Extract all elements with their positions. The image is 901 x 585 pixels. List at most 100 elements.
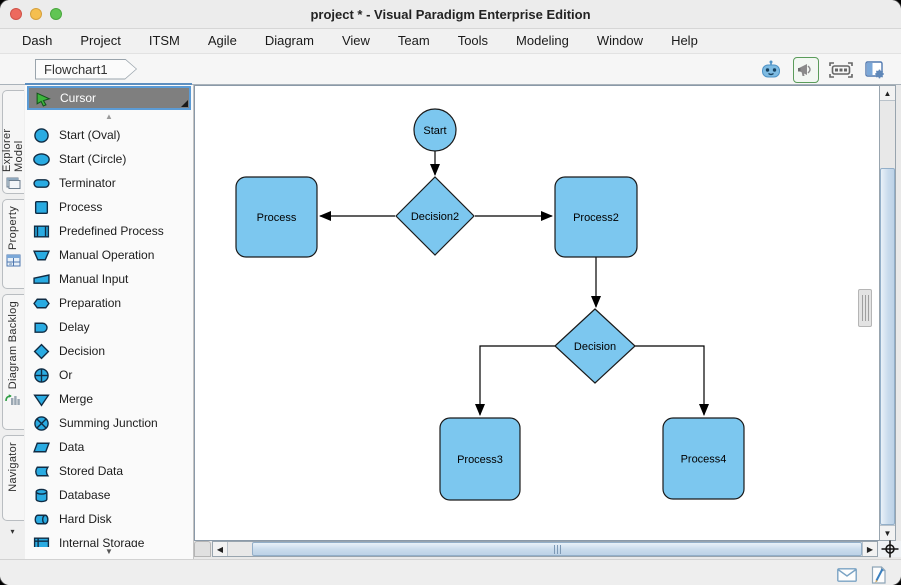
palette-item-manual-operation[interactable]: Manual Operation [25,243,193,267]
zoom-button[interactable] [50,8,62,20]
terminator-icon [33,178,50,188]
scroll-left-arrow-icon[interactable]: ◀ [213,542,228,556]
palette-item-label: Preparation [59,296,122,310]
palette-item-database[interactable]: Database [25,483,193,507]
start-circle-icon [33,152,50,166]
vertical-scroll-track[interactable] [880,101,895,525]
palette-item-data[interactable]: Data [25,435,193,459]
palette-scroll-up[interactable]: ▲ [105,112,113,121]
palette-item-label: Manual Operation [59,248,155,262]
side-tab-diagram-backlog[interactable]: Diagram Backlog [1,294,24,430]
svg-text:»: » [9,261,12,267]
manual-input-icon [33,273,50,284]
palette-scroll-down[interactable]: ▼ [105,547,113,556]
delay-icon [34,322,48,333]
scroll-up-arrow-icon[interactable]: ▲ [880,86,895,101]
splitter-grip[interactable] [858,289,872,327]
palette-item-manual-input[interactable]: Manual Input [25,267,193,291]
connector-decision-to-process4[interactable] [635,345,709,416]
node-start[interactable] [413,108,457,152]
panel-settings-icon[interactable] [863,58,887,82]
scroll-down-arrow-icon[interactable]: ▼ [880,525,895,540]
menu-team[interactable]: Team [397,33,430,48]
palette-item-label: Summing Junction [59,416,158,430]
node-decision2[interactable] [395,176,475,256]
side-tab-model-explorer[interactable]: Model Explorer [1,90,25,194]
palette-item-or[interactable]: Or [25,363,193,387]
menu-itsm[interactable]: ITSM [148,33,180,48]
node-process2[interactable] [554,176,638,258]
process-icon [34,200,49,214]
edit-note-icon[interactable] [871,565,887,584]
diagram-backlog-icon [5,393,21,406]
menu-help[interactable]: Help [671,33,698,48]
merge-icon [33,394,50,407]
robot-assistant-icon[interactable] [759,58,783,82]
node-process3[interactable] [439,417,521,501]
bottom-splitter-grip[interactable] [194,541,211,557]
close-button[interactable] [10,8,22,20]
minimize-button[interactable] [30,8,42,20]
menu-dash[interactable]: Dash [22,33,53,48]
vertical-scrollbar[interactable]: ▲ ▼ [879,85,896,541]
side-tab-navigator[interactable]: Navigator [1,435,24,521]
tab-flowchart1[interactable]: Flowchart1 [35,59,137,80]
storyboard-frames-icon[interactable] [829,58,853,82]
menu-window[interactable]: Window [596,33,644,48]
palette-item-internal-storage[interactable]: Internal Storage [25,531,193,547]
palette-item-hard-disk[interactable]: Hard Disk [25,507,193,531]
menu-diagram[interactable]: Diagram [264,33,314,48]
messages-envelope-icon[interactable] [837,567,857,582]
announcement-megaphone-icon[interactable] [793,57,819,83]
predefined-process-icon [33,224,50,238]
palette-item-merge[interactable]: Merge [25,387,193,411]
node-label-decision: Decision [574,341,616,353]
node-label-process4: Process4 [681,454,727,466]
palette-item-summing-junction[interactable]: Summing Junction [25,411,193,435]
menu-view[interactable]: View [341,33,370,48]
palette-item-preparation[interactable]: Preparation [25,291,193,315]
pan-crosshair-icon[interactable] [878,540,901,558]
menu-modeling[interactable]: Modeling [516,33,569,48]
side-tab-overflow-icon[interactable]: ▾ [10,527,15,536]
palette-item-label: Manual Input [59,272,129,286]
data-icon [33,442,50,452]
palette-item-stored-data[interactable]: Stored Data [25,459,193,483]
node-decision[interactable] [554,308,636,384]
or-icon [34,367,49,383]
palette-item-process[interactable]: Process [25,195,193,219]
palette-item-label: Merge [59,392,94,406]
palette-item-start-circle[interactable]: Start (Circle) [25,147,193,171]
node-label-process1: Process [257,212,297,224]
palette-item-label: Delay [59,320,90,334]
horizontal-scrollbar[interactable]: ◀ ▶ [212,541,878,557]
palette-item-delay[interactable]: Delay [25,315,193,339]
toolbar-icons [759,57,887,83]
side-tab-label: Property [7,206,19,250]
horizontal-scroll-thumb[interactable] [252,542,862,556]
title-bar: project * - Visual Paradigm Enterprise E… [0,0,901,29]
palette-item-start-oval[interactable]: Start (Oval) [25,123,193,147]
scroll-right-arrow-icon[interactable]: ▶ [862,542,877,556]
menu-agile[interactable]: Agile [207,33,237,48]
node-process4[interactable] [662,417,745,500]
palette-item-predefined-process[interactable]: Predefined Process [25,219,193,243]
horizontal-scroll-track[interactable] [228,542,862,556]
palette-item-decision[interactable]: Decision [25,339,193,363]
side-tab-property[interactable]: Property » [1,199,24,289]
menu-tools[interactable]: Tools [457,33,489,48]
menu-bar: Dash Project ITSM Agile Diagram View Team Tools… [0,29,901,54]
vertical-scroll-thumb[interactable] [880,168,895,525]
palette-item-terminator[interactable]: Terminator [25,171,193,195]
menu-project[interactable]: Project [80,33,121,48]
traffic-lights [10,0,62,28]
connector-decision-to-process3[interactable] [475,345,555,416]
palette-item-cursor[interactable]: Cursor [27,86,191,110]
node-process1[interactable] [235,176,318,258]
tab-label: Flowchart1 [44,61,108,77]
